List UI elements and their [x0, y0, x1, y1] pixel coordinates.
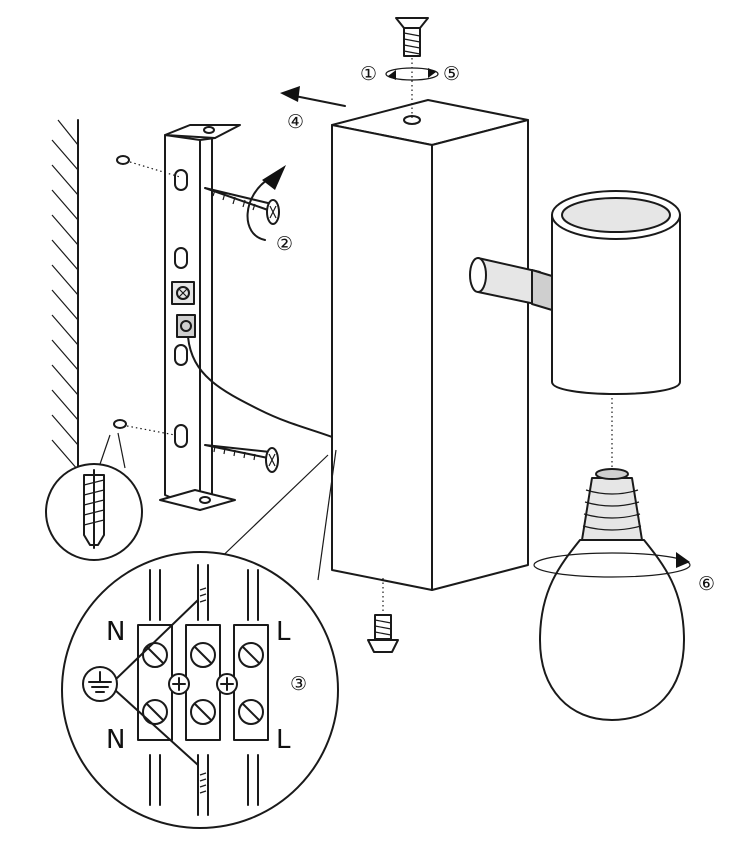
lamp-body	[331, 99, 529, 591]
slide-arrow-4	[280, 86, 346, 107]
lamp-arm	[469, 257, 553, 311]
terminal-l-bottom: L	[276, 725, 291, 755]
step-5-label: ⑤	[443, 63, 460, 85]
earth-wire	[187, 336, 341, 441]
wiring-detail: N L N L	[61, 449, 339, 829]
terminal-n-bottom: N	[106, 725, 125, 755]
step-3-label: ③	[290, 673, 307, 695]
step-6-label: ⑥	[698, 573, 715, 595]
rotate-arrow-6	[533, 552, 691, 578]
step-2-label: ②	[276, 233, 293, 255]
wall-screw-top	[204, 187, 280, 225]
wall-hatching	[51, 119, 79, 471]
mounting-bracket	[159, 124, 241, 511]
wall-holes	[113, 155, 181, 436]
wall-screw-bottom	[204, 444, 279, 473]
rotate-arrow-2	[246, 165, 286, 241]
rotate-arrows-1-5	[385, 67, 439, 81]
light-bulb	[539, 468, 685, 721]
step-4-label: ④	[287, 111, 304, 133]
wall-plug-detail	[45, 432, 143, 561]
terminal-l-top: L	[276, 617, 291, 647]
spot-head	[551, 190, 681, 468]
step-1-label: ①	[360, 63, 377, 85]
terminal-n-top: N	[106, 617, 125, 647]
bottom-screw	[367, 578, 399, 653]
ground-icon	[82, 666, 118, 702]
